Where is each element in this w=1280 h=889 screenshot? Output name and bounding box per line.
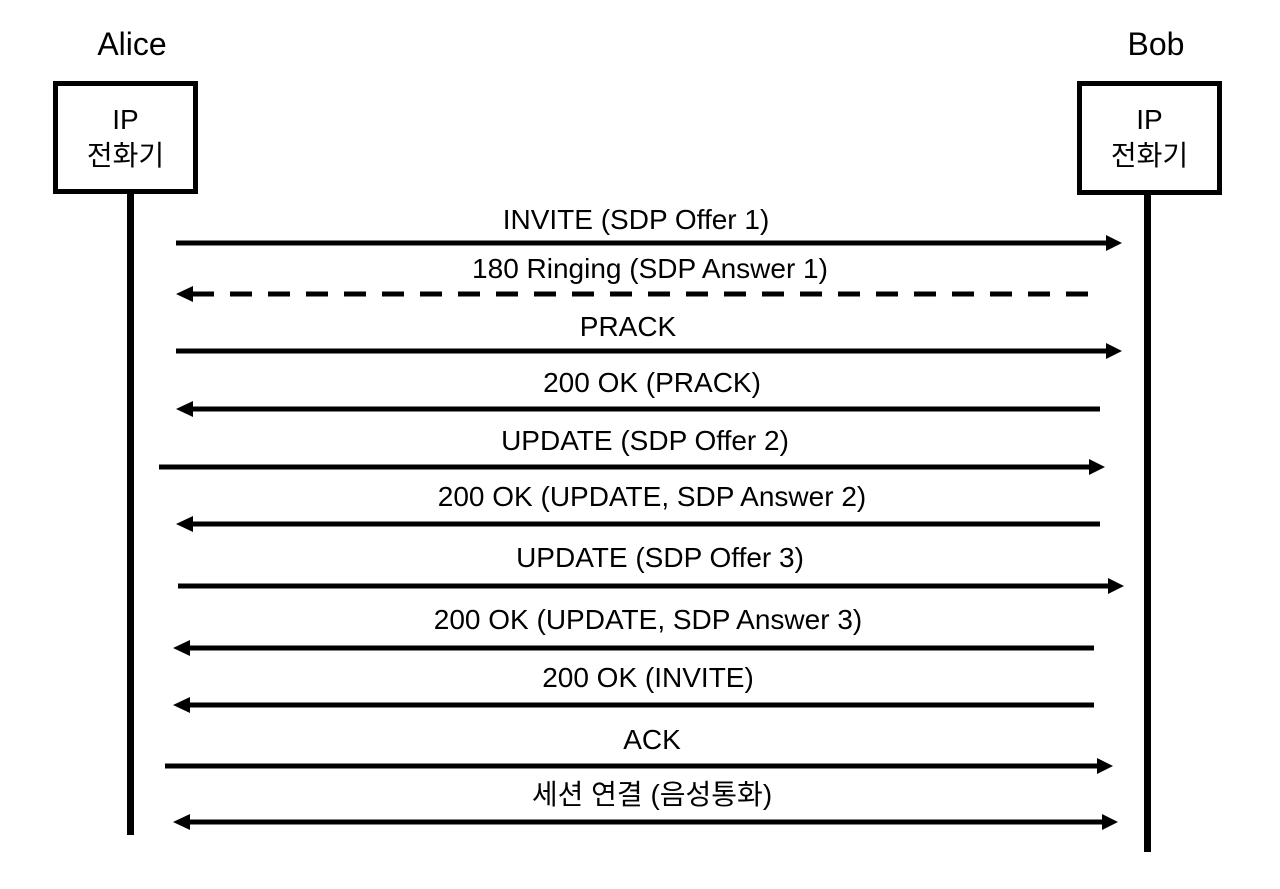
arrowhead-right-icon <box>1108 578 1124 594</box>
message-label-update-offer-2: UPDATE (SDP Offer 2) <box>501 425 789 456</box>
message-label-200-ok-update-3: 200 OK (UPDATE, SDP Answer 3) <box>433 604 863 635</box>
message-label-200-ok-invite: 200 OK (INVITE) <box>542 662 754 693</box>
arrowhead-right-icon <box>1106 235 1122 251</box>
arrowhead-right-icon <box>1097 758 1113 774</box>
arrowhead-left-icon <box>176 516 193 532</box>
alice-lifeline <box>127 193 134 835</box>
message-label-prack: PRACK <box>579 311 677 342</box>
actor-alice-name: Alice <box>97 26 167 62</box>
arrowhead-right-icon <box>1089 459 1105 475</box>
arrowhead-right-icon <box>1102 814 1118 830</box>
arrowhead-left-icon <box>173 640 190 656</box>
message-label-200-ok-update-2: 200 OK (UPDATE, SDP Answer 2) <box>437 481 867 512</box>
bob-lifeline <box>1144 194 1151 852</box>
arrowhead-right-icon <box>1106 343 1122 359</box>
actor-alice-box-line2: 전화기 <box>86 139 165 171</box>
message-label-invite: INVITE (SDP Offer 1) <box>502 204 770 235</box>
actor-bob-name: Bob <box>1127 26 1185 62</box>
message-label-180-ringing: 180 Ringing (SDP Answer 1) <box>472 253 828 284</box>
actor-alice-box: IP 전화기 <box>53 81 198 194</box>
actor-alice-box-line1: IP <box>112 103 139 135</box>
arrowhead-left-icon <box>173 697 190 713</box>
arrowhead-left-icon <box>176 286 193 302</box>
message-label-ack: ACK <box>623 724 681 755</box>
arrowhead-left-icon <box>173 814 190 830</box>
actor-bob-box: IP 전화기 <box>1077 81 1222 195</box>
message-label-200-ok-prack: 200 OK (PRACK) <box>543 367 761 398</box>
message-label-update-offer-3: UPDATE (SDP Offer 3) <box>516 542 804 573</box>
arrowhead-left-icon <box>176 401 193 417</box>
actor-bob-box-line2: 전화기 <box>1110 140 1189 171</box>
message-label-session: 세션 연결 (음성통화) <box>531 779 773 810</box>
actor-bob-box-line1: IP <box>1136 104 1163 135</box>
